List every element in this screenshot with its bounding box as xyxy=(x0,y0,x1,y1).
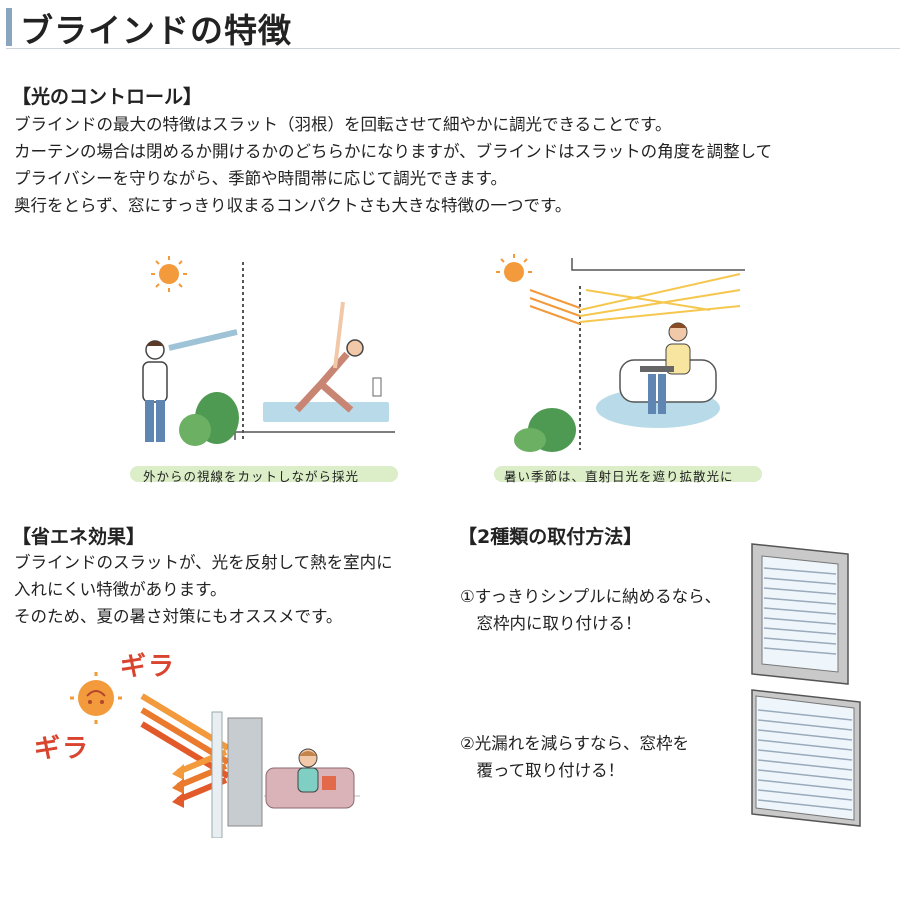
window-glass xyxy=(211,711,223,838)
sun-icon xyxy=(151,256,187,292)
sun-icon xyxy=(70,672,122,724)
light-control-text: ブラインドの最大の特徴はスラット（羽根）を回転させて細やかに調光できることです。… xyxy=(14,111,772,219)
energy-text: ブラインドのスラットが、光を反射して熱を室内に 入れにくい特徴があります。 その… xyxy=(14,549,393,630)
text-line: 覆って取り付ける！ xyxy=(460,761,625,780)
mounting-heading: 【2種類の取付方法】 xyxy=(458,526,643,548)
water-bottle xyxy=(372,377,382,397)
diffused-light-rays xyxy=(579,273,741,323)
sun-icon xyxy=(496,254,532,282)
text-line: 奥行をとらず、窓にすっきり収まるコンパクトさも大きな特徴の一つです。 xyxy=(14,196,572,215)
text-line: ①すっきりシンプルに納めるなら、 xyxy=(460,587,722,606)
blind-closed xyxy=(227,717,263,827)
text-line: ②光漏れを減らすなら、窓枠を xyxy=(460,734,689,753)
diffuse-light-illustration xyxy=(496,254,745,452)
text-line: プライバシーを守りながら、季節や時間帯に応じて調光できます。 xyxy=(14,169,508,188)
direct-sunlight-rays xyxy=(529,289,581,325)
outside-mount-window-illustration xyxy=(751,689,861,827)
method-inside-mount: ①すっきりシンプルに納めるなら、 窓枠内に取り付ける！ xyxy=(460,583,721,637)
text-line: カーテンの場合は閉めるか開けるかのどちらかになりますが、ブラインドはスラットの角… xyxy=(14,142,773,161)
page-title: ブラインドの特徴 xyxy=(20,11,292,50)
yoga-woman-figure xyxy=(294,301,364,413)
light-control-heading: 【光のコントロール】 xyxy=(12,86,203,108)
title-accent-bar xyxy=(6,8,12,46)
girl-figure xyxy=(297,748,336,793)
title-bar: ブラインドの特徴 xyxy=(0,0,900,52)
caption-band xyxy=(130,466,398,482)
heat-reflection-illustration xyxy=(70,672,360,838)
blind-slats xyxy=(757,709,853,811)
text-line: 窓枠内に取り付ける！ xyxy=(460,614,642,633)
gira-text-top: ギラ xyxy=(120,652,177,682)
gira-text-left: ギラ xyxy=(34,734,91,764)
text-line: ブラインドのスラットが、光を反射して熱を室内に xyxy=(14,553,393,572)
window-frame xyxy=(571,258,745,271)
caption-privacy: 外からの視線をカットしながら採光 xyxy=(143,469,360,484)
man-figure xyxy=(142,340,168,442)
title-underline xyxy=(6,48,900,49)
text-line: 入れにくい特徴があります。 xyxy=(14,580,227,599)
blocked-gaze-line xyxy=(168,329,238,351)
shrub xyxy=(514,408,576,452)
privacy-illustration xyxy=(142,256,395,446)
shrub xyxy=(179,392,239,446)
energy-heading: 【省エネ効果】 xyxy=(12,526,146,548)
caption-diffuse-light: 暑い季節は、直射日光を遮り拡散光に xyxy=(504,469,734,484)
yoga-mat xyxy=(263,402,389,422)
inside-mount-window-illustration xyxy=(751,543,849,685)
caption-band xyxy=(494,466,762,482)
text-line: そのため、夏の暑さ対策にもオススメです。 xyxy=(14,607,343,626)
method-outside-mount: ②光漏れを減らすなら、窓枠を 覆って取り付ける！ xyxy=(460,730,689,784)
text-line: ブラインドの最大の特徴はスラット（羽根）を回転させて細やかに調光できることです。 xyxy=(14,115,672,134)
blind-slats xyxy=(763,567,837,655)
person-with-laptop-figure xyxy=(640,322,691,414)
window-sill xyxy=(234,431,395,440)
